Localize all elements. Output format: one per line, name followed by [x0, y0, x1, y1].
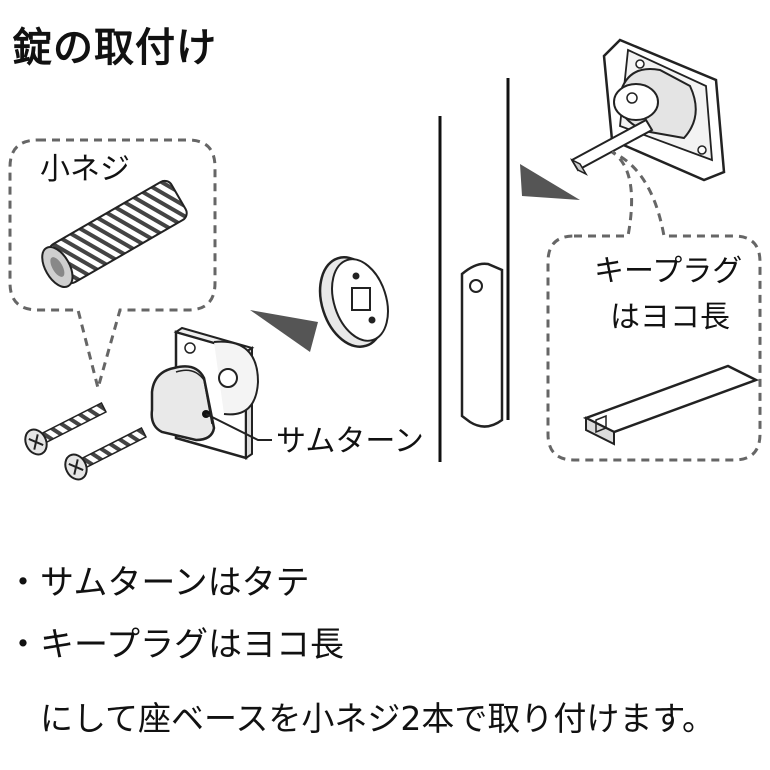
- key-plug-label-line2: はヨコ長: [610, 300, 730, 336]
- thumb-turn-base-icon: [152, 328, 272, 458]
- direction-arrow-icon: [520, 164, 580, 200]
- screw-icon: [61, 421, 149, 483]
- instruction-bullet: ・: [6, 628, 40, 662]
- cylinder-icon: [572, 40, 724, 180]
- escutcheon-icon: [309, 249, 397, 355]
- small-screw-label: 小ネジ: [40, 152, 130, 188]
- thumb-turn-label: サムターン: [276, 424, 424, 460]
- screw-icon: [21, 396, 109, 458]
- door-edge: [440, 78, 508, 462]
- instruction-line-2: キープラグはヨコ長: [40, 628, 344, 662]
- instruction-line-1: サムターンはタテ: [40, 566, 310, 600]
- instruction-bullet: ・: [6, 566, 40, 600]
- instruction-line-3: にして座ベースを小ネジ2本で取り付けます。: [40, 702, 715, 735]
- direction-arrow-icon: [250, 310, 318, 352]
- key-plug-label-line1: キープラグ: [594, 254, 742, 290]
- page-title: 錠の取付け: [12, 28, 217, 68]
